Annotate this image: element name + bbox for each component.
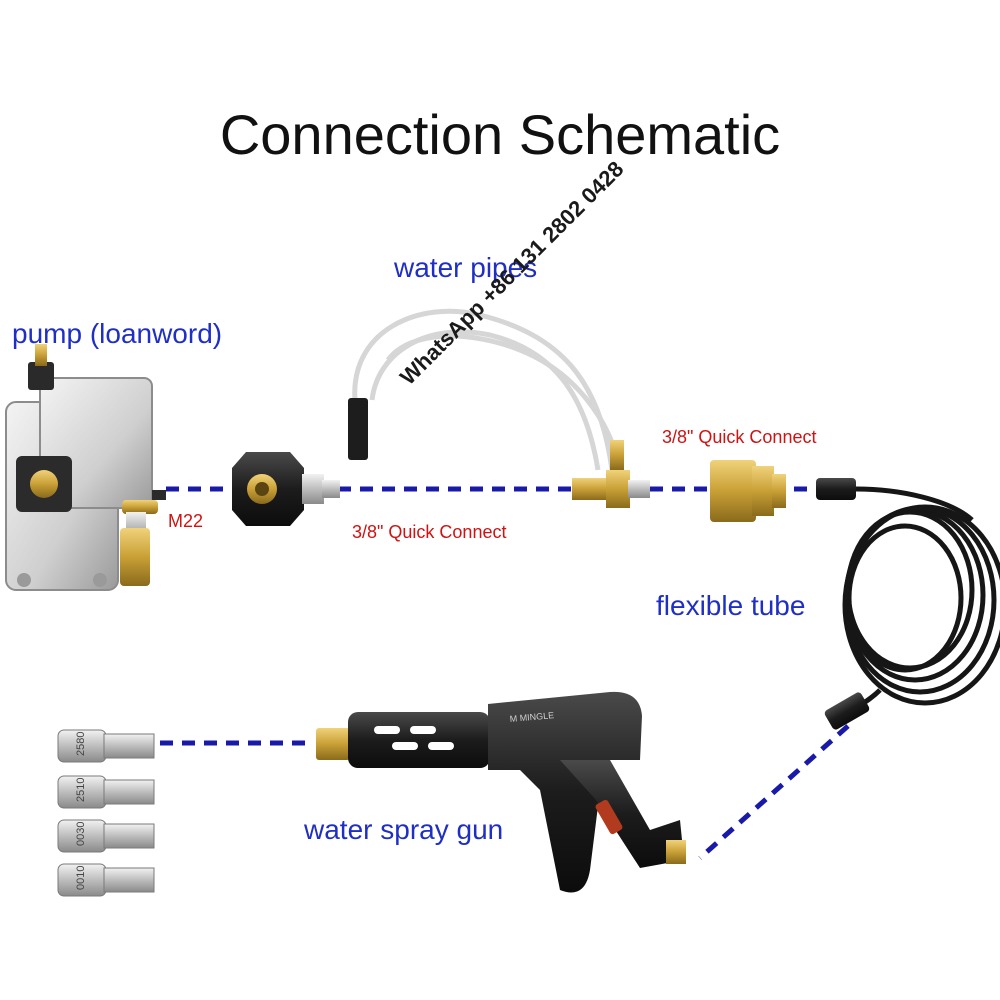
tee-fitting-illustration — [572, 440, 650, 508]
label-water-pipes: water pipes — [394, 252, 538, 283]
pipe-filter — [348, 398, 368, 460]
dash-hose-to-gun — [698, 724, 850, 860]
m22-adapter-illustration — [232, 452, 340, 526]
gun-brand-text: M MINGLE — [509, 710, 554, 724]
nozzle-tip-1 — [57, 729, 155, 763]
label-m22: M22 — [168, 511, 204, 531]
label-spray-gun: water spray gun — [304, 814, 504, 845]
nozzle-tip-4-code: 0010 — [75, 866, 87, 890]
water-pipe-illustration — [352, 308, 623, 471]
nozzle-tip-1-code: 2580 — [75, 732, 87, 756]
nozzle-tip-3-code: 0030 — [75, 822, 87, 846]
quick-coupler-illustration — [710, 460, 786, 522]
pump-illustration — [5, 344, 166, 591]
nozzle-tip-2 — [57, 775, 155, 809]
nozzle-tip-3 — [57, 819, 155, 853]
nozzle-tip-4 — [57, 863, 155, 897]
label-pump: pump (loanword) — [12, 318, 223, 349]
flexible-hose-illustration — [816, 478, 1000, 730]
spray-gun-illustration — [316, 691, 686, 893]
connection-lines — [160, 486, 850, 860]
label-quick-connect-bottom: 3/8" Quick Connect — [352, 522, 507, 542]
nozzle-tips-illustration — [57, 729, 155, 897]
label-flexible-tube: flexible tube — [656, 590, 806, 621]
nozzle-tip-2-code: 2510 — [75, 778, 87, 802]
label-quick-connect-top: 3/8" Quick Connect — [662, 427, 817, 447]
page-title: Connection Schematic — [219, 103, 781, 166]
